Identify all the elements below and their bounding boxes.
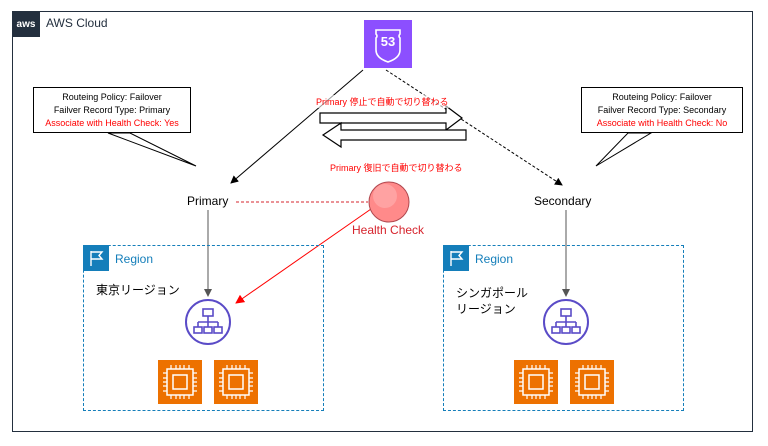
secondary-callout-line3: Associate with Health Check: No	[596, 118, 728, 128]
primary-callout-line2: Failver Record Type: Primary	[53, 105, 171, 115]
singapore-region-name-line1: シンガポール	[456, 286, 529, 300]
route53-icon: 53	[364, 20, 412, 68]
ec2-instance-icon	[158, 360, 202, 404]
region-flag-icon	[443, 245, 469, 271]
tokyo-region-name: 東京リージョン	[96, 283, 180, 297]
failover-arrow-label: Primary 停止で自動で切り替わる	[316, 95, 449, 108]
secondary-callout: Routeing Policy: Failover Failver Record…	[581, 87, 743, 133]
primary-callout-line1: Routeing Policy: Failover	[62, 92, 162, 102]
secondary-callout-line1: Routeing Policy: Failover	[612, 92, 712, 102]
singapore-region-title: Region	[475, 252, 514, 266]
health-check-label: Health Check	[352, 223, 425, 237]
load-balancer-icon	[542, 298, 590, 346]
aws-cloud-title: AWS Cloud	[46, 16, 108, 30]
failback-arrow-label: Primary 復旧で自動で切り替わる	[330, 163, 463, 173]
aws-logo-icon: aws	[12, 11, 40, 37]
ec2-instance-icon	[570, 360, 614, 404]
secondary-callout-tail	[595, 132, 653, 167]
tokyo-region-title: Region	[115, 252, 154, 266]
route53-to-secondary-line	[385, 69, 563, 186]
ec2-instance-icon	[514, 360, 558, 404]
failback-arrow	[321, 121, 467, 149]
route53-to-primary-line	[230, 69, 364, 184]
aws-cloud-group	[12, 11, 753, 432]
healthcheck-to-alb-line	[235, 208, 372, 304]
singapore-region-name-line2: リージョン	[456, 302, 516, 316]
load-balancer-icon	[184, 298, 232, 346]
singapore-region-group	[443, 245, 684, 411]
primary-callout-line3: Associate with Health Check: Yes	[45, 118, 179, 128]
primary-callout-tail	[107, 132, 197, 167]
secondary-callout-line2: Failver Record Type: Secondary	[597, 105, 727, 115]
primary-label: Primary	[187, 194, 229, 208]
primary-callout: Routeing Policy: Failover Failver Record…	[33, 87, 191, 133]
singapore-region-name: シンガポール リージョン	[456, 285, 528, 317]
tokyo-region-group	[83, 245, 324, 411]
route53-number: 53	[380, 34, 396, 49]
ec2-instance-icon	[214, 360, 258, 404]
region-flag-icon	[83, 245, 109, 271]
secondary-label: Secondary	[534, 194, 592, 208]
